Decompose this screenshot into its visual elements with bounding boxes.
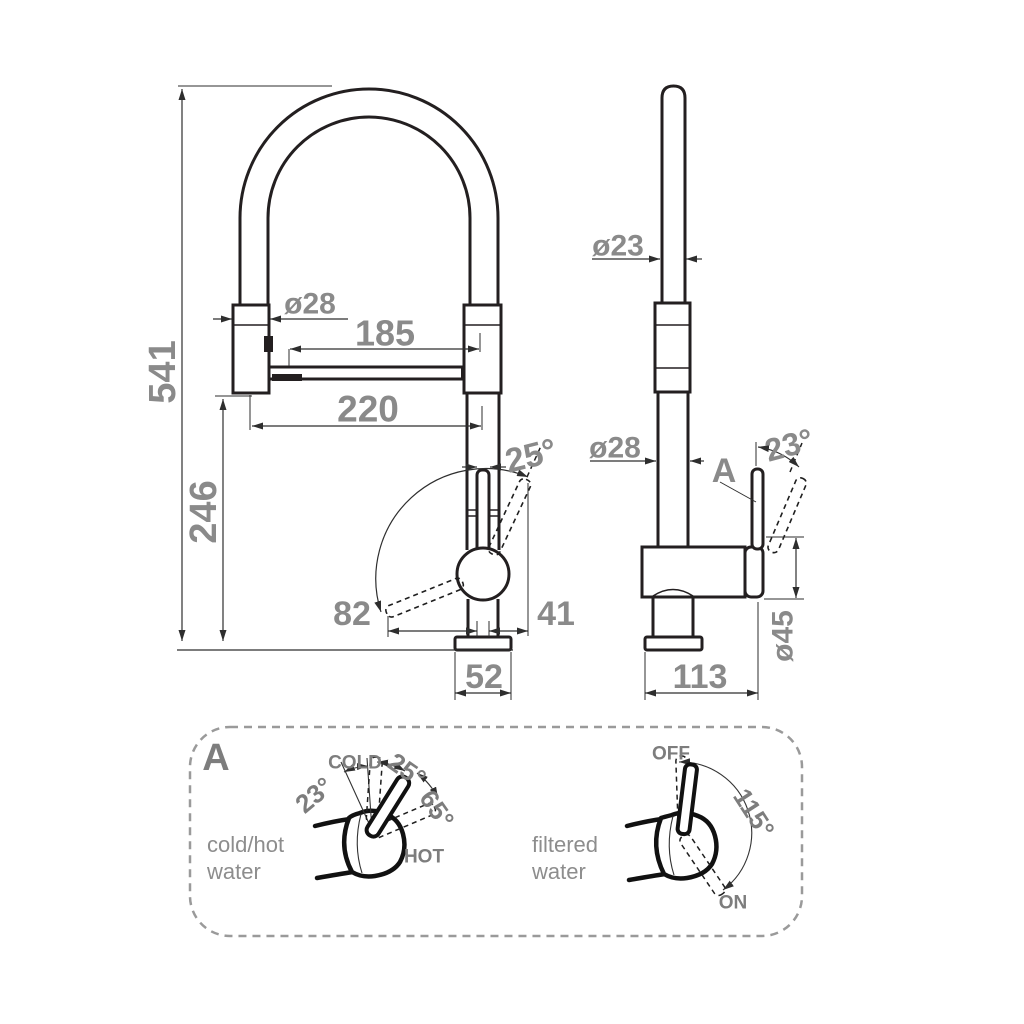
- dim-541: 541: [142, 340, 184, 403]
- mixer-23deg-arc: [343, 763, 369, 773]
- mixer-25deg-arc: [376, 759, 406, 772]
- detail-panel: A COLD 25° 23° 65° HOT cold/hot water: [188, 725, 804, 938]
- spout-arch-outer: [238, 87, 500, 219]
- dim-246: 246: [183, 480, 225, 543]
- dim-220-extensions: [249, 395, 483, 430]
- side-faucet-outline: [640, 84, 765, 652]
- front-handle-positions: [374, 445, 542, 618]
- dim-220: 220: [337, 389, 399, 430]
- detail-panel-border: [188, 725, 804, 938]
- side-handle-position-23deg: [767, 477, 808, 554]
- side-handle-positions: [755, 442, 808, 554]
- spout-legs: [238, 218, 500, 306]
- handle-25deg-extension-dashes: [526, 445, 542, 478]
- dim-o45: ø45: [767, 610, 800, 662]
- detail-ref-leader: [719, 481, 757, 503]
- mixer-cold-label: COLD: [328, 753, 382, 774]
- dim-o28-side: ø28: [589, 432, 641, 465]
- side-spout-tube: [660, 84, 687, 305]
- detail-panel-label: A: [202, 737, 229, 779]
- spray-head: [231, 303, 271, 395]
- mixer-caption-line2: water: [206, 859, 261, 884]
- dim-o23: ø23: [592, 230, 644, 263]
- filter-body-inner-line: [668, 815, 675, 876]
- dim-82: 82: [333, 595, 371, 633]
- side-view: ø23 ø28 A 23° ø45 113: [589, 84, 817, 700]
- handle-ball-joint: [455, 546, 511, 602]
- side-handle-cap: [743, 545, 765, 599]
- filter-115deg-arc: [678, 758, 753, 891]
- side-handle-lever: [750, 467, 765, 551]
- dim-o28-front: ø28: [284, 288, 336, 321]
- mixer-hot-label: HOT: [404, 847, 445, 868]
- dim-o45-extensions: [764, 536, 804, 600]
- filter-off-label: OFF: [652, 744, 690, 765]
- side-23deg-arc: [757, 445, 800, 468]
- spray-head-clip: [264, 336, 273, 352]
- spout-bar-grip: [272, 374, 302, 381]
- handle-lever-front: [475, 468, 491, 554]
- front-dimensions: 541 246 220 185 ø28 25° 82 41: [142, 85, 575, 700]
- base-flange-front: [453, 635, 513, 652]
- filter-on-label: ON: [719, 893, 748, 914]
- dim-113: 113: [673, 658, 728, 696]
- side-base-flange: [643, 635, 704, 652]
- mixer-body-inner-line: [356, 813, 363, 874]
- side-lower-tube: [651, 597, 695, 637]
- side-column-tube: [656, 392, 690, 548]
- filter-caption-line1: filtered: [532, 832, 598, 857]
- filter-lever: [675, 762, 699, 837]
- dim-185: 185: [355, 313, 415, 354]
- filter-caption-line2: water: [531, 859, 586, 884]
- dim-82-41-extensions: [387, 483, 529, 637]
- side-body-curve: [652, 588, 694, 597]
- front-view: 541 246 220 185 ø28 25° 82 41: [142, 85, 575, 700]
- spout-arch-inner: [266, 115, 472, 219]
- dim-41: 41: [537, 595, 575, 633]
- filter-handle-figure: OFF 115° ON filtered water: [531, 744, 781, 914]
- side-upper-block: [653, 301, 692, 394]
- mixer-caption-line1: cold/hot: [207, 832, 284, 857]
- dim-185-extensions: [288, 333, 481, 366]
- mixer-lever: [364, 774, 412, 839]
- mixer-65deg-arc: [416, 772, 439, 799]
- side-upper-joints: [655, 324, 690, 369]
- side-body: [640, 545, 747, 599]
- dim-52: 52: [465, 658, 503, 696]
